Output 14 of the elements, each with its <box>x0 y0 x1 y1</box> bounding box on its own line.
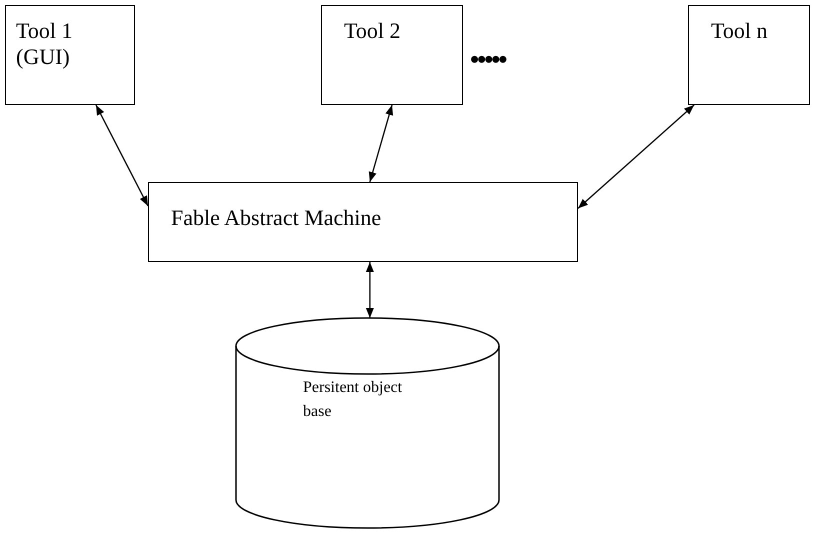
double-arrow <box>368 104 394 182</box>
node-label: Persitent object base <box>303 378 404 422</box>
tool-box <box>321 5 463 105</box>
tool-box <box>5 5 135 105</box>
node-label: Fable Abstract Machine <box>171 205 382 231</box>
tool-box <box>688 5 810 105</box>
ellipsis-label: ••••• <box>470 45 506 75</box>
double-arrow <box>95 104 149 206</box>
node-label: Tool 1 (GUI) <box>16 18 74 70</box>
double-arrow <box>366 262 374 318</box>
node-label: Tool 2 <box>344 18 401 44</box>
process-box <box>148 182 578 262</box>
double-arrow <box>578 104 695 209</box>
node-label: Tool n <box>711 18 768 44</box>
